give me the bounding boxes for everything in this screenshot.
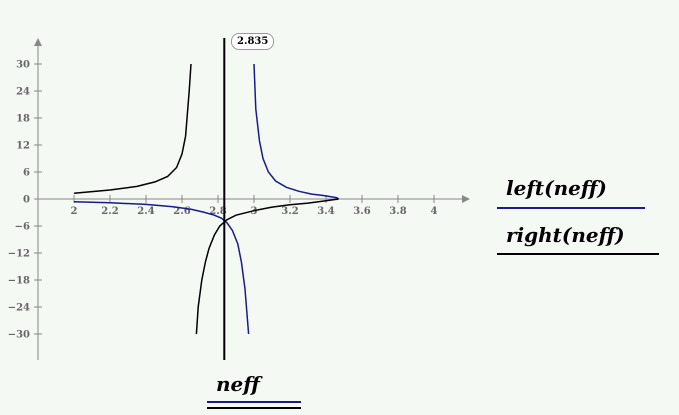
legend-line-right <box>497 253 659 255</box>
x-tick-label: 3.4 <box>317 206 334 217</box>
y-tick-label: −6 <box>15 222 30 233</box>
y-tick-label: −18 <box>8 276 30 287</box>
series-left-segment <box>73 200 250 335</box>
y-tick-label: 0 <box>23 195 30 206</box>
series-right-segment <box>73 63 192 194</box>
x-tick-label: 3 <box>251 206 258 217</box>
y-tick-label: −24 <box>8 303 30 314</box>
x-tick-label: 3.2 <box>281 206 298 217</box>
y-tick-label: 12 <box>16 141 30 152</box>
x-axis-label-underline-right <box>207 407 301 409</box>
x-tick-label: 4 <box>431 206 438 217</box>
x-axis-arrow <box>462 195 470 203</box>
x-tick-label: 2.6 <box>173 206 190 217</box>
legend-label-right[interactable]: right(neff) <box>506 223 625 247</box>
x-tick-label: 3.6 <box>353 206 370 217</box>
series-right-segment <box>195 198 339 335</box>
x-tick-label: 2.2 <box>101 206 118 217</box>
legend-label-left[interactable]: left(neff) <box>506 176 607 200</box>
x-tick-label: 2 <box>71 206 78 217</box>
x-tick-label: 3.8 <box>389 206 406 217</box>
marker-value-badge[interactable]: 2.835 <box>231 33 275 50</box>
y-axis-arrow <box>34 38 42 46</box>
series-left-segment <box>253 63 340 200</box>
y-tick-label: 18 <box>16 114 30 125</box>
y-tick-label: 30 <box>16 60 30 71</box>
x-tick-label: 2.8 <box>209 206 226 217</box>
x-tick-label: 2.4 <box>137 206 154 217</box>
x-axis-label[interactable]: neff <box>216 372 260 396</box>
x-axis-label-underline-left <box>207 401 301 403</box>
legend-line-left <box>497 207 645 209</box>
y-tick-label: −12 <box>8 249 30 260</box>
y-tick-label: 24 <box>16 87 30 98</box>
y-tick-label: −30 <box>8 330 30 341</box>
y-tick-label: 6 <box>23 168 30 179</box>
